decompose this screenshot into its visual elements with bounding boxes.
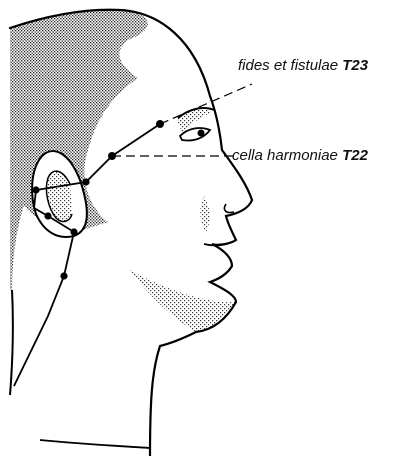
cheek-shading xyxy=(200,196,209,232)
hair-shading xyxy=(10,10,148,290)
shoulder-outline xyxy=(40,440,150,448)
nostril xyxy=(224,204,234,213)
label-t22: cella harmoniae T22 xyxy=(232,147,369,164)
label-t23: fides et fistulae T23 xyxy=(238,57,369,74)
leader-line-t23 xyxy=(160,84,252,124)
point xyxy=(60,272,67,279)
point xyxy=(82,178,89,185)
label-t22-name: cella harmoniae xyxy=(232,147,338,164)
neck-back-outline xyxy=(10,290,13,395)
eye xyxy=(180,128,210,141)
label-t22-code: T22 xyxy=(342,147,369,164)
point xyxy=(44,212,51,219)
point-t23 xyxy=(156,120,164,128)
label-t23-code: T23 xyxy=(342,57,369,74)
label-t23-name: fides et fistulae xyxy=(238,57,338,74)
point xyxy=(32,186,39,193)
point xyxy=(70,228,77,235)
point-t22 xyxy=(108,152,116,160)
pupil xyxy=(198,130,205,137)
